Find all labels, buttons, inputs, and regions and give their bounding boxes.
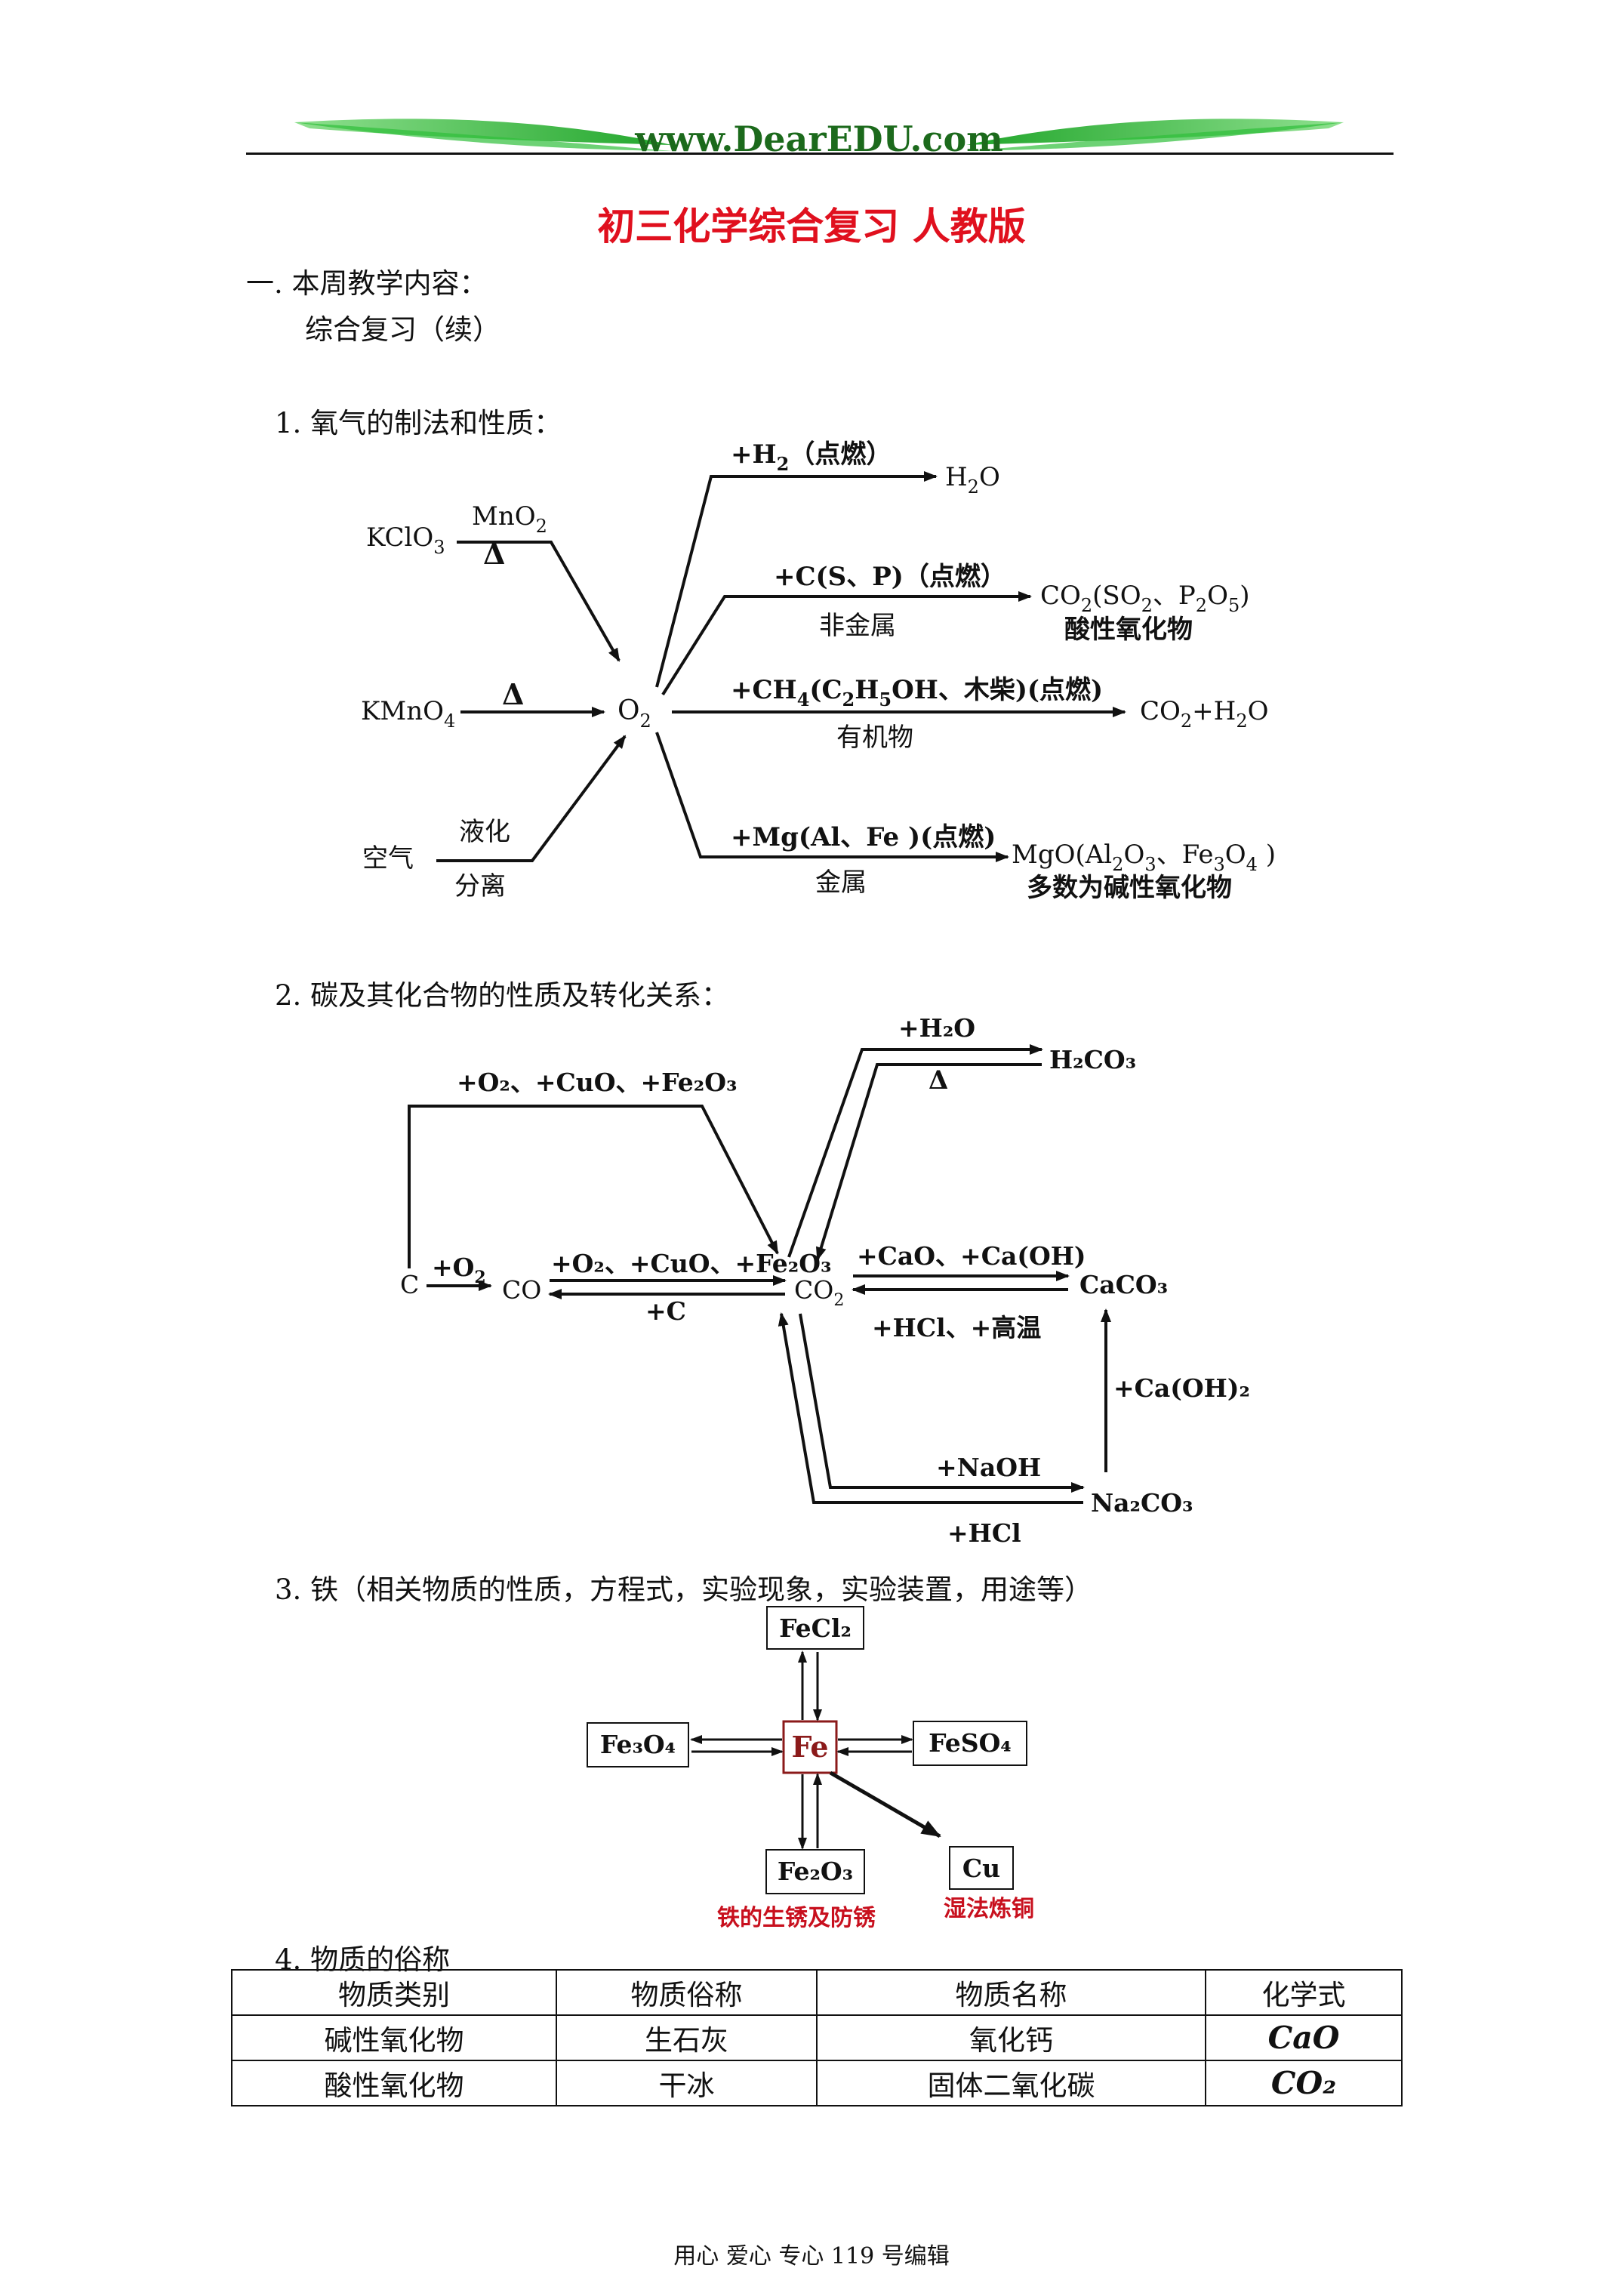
rust-caption: 铁的生锈及防锈 [717, 1905, 876, 1931]
h2-arrow [655, 471, 938, 688]
table-row: 酸性氧化物 干冰 固体二氧化碳 CO₂ [230, 2060, 1403, 2106]
table-cell: 氧化钙 [815, 2014, 1207, 2061]
table-header-cell: 物质类别 [230, 1969, 558, 2016]
water-reagent: +H₂O [898, 1013, 975, 1043]
fe3o4-label: Fe₃O₄ [600, 1730, 676, 1759]
fe2o3-box [765, 1849, 865, 1894]
site-logo: www.DearEDU.com [294, 119, 1344, 159]
mno2-label: MnO2 [472, 501, 547, 537]
table-cell: 生石灰 [556, 2014, 818, 2061]
cu-box [949, 1846, 1014, 1890]
acid-oxide-products: CO2(SO2、P2O5) [1040, 581, 1249, 616]
table-cell: 干冰 [556, 2060, 818, 2106]
co-to-co2-reagents: +O₂、+CuO、+Fe₂O₃ [551, 1249, 831, 1278]
fe-label: Fe [791, 1730, 828, 1764]
co2-center: CO2 [794, 1275, 844, 1310]
item1-heading: 1. 氧气的制法和性质： [275, 407, 562, 439]
fe3o4-box [587, 1722, 689, 1767]
co2-to-na2co3-arrow [799, 1313, 1085, 1493]
kmno4-label: KMnO4 [361, 696, 455, 732]
o2-center: O2 [617, 695, 651, 732]
c-to-co2-reagents: +O₂、+CuO、+Fe₂O₃ [457, 1068, 737, 1097]
fe2o3-label: Fe₂O₃ [778, 1857, 853, 1886]
air-arrow [436, 735, 627, 862]
iron-diagram: FeCl₂ Fe Fe₃O₄ FeSO₄ Fe₂O₃ Cu 铁的生锈及防锈 湿法… [587, 1606, 1034, 1931]
air-label: 空气 [362, 843, 414, 874]
c-to-co2-loop-arrow [408, 1105, 779, 1268]
h2-label: +H2（点燃） [731, 439, 892, 475]
page-footer: 用心 爱心 专心 119 号编辑 [673, 2243, 950, 2270]
hcl-reagent: +HCl [947, 1518, 1021, 1548]
organic-reaction-label: +CH4(C2H5OH、木柴)(点燃) [731, 675, 1103, 710]
common-names-table: 物质类别 物质俗称 物质名称 化学式 碱性氧化物 生石灰 氧化钙 CaO 酸性氧… [230, 1969, 1403, 2106]
item2-heading: 2. 碳及其化合物的性质及转化关系： [275, 979, 730, 1012]
table-header-row: 物质类别 物质俗称 物质名称 化学式 [230, 1969, 1403, 2016]
co2-h2o-product: CO2+H2O [1140, 696, 1268, 732]
feso4-label: FeSO₄ [929, 1728, 1012, 1758]
item3-heading: 3. 铁（相关物质的性质，方程式，实验现象，实验装置，用途等） [275, 1573, 1093, 1606]
basic-oxide-label: 多数为碱性氧化物 [1027, 873, 1232, 903]
carbon-diagram: C +O₂、+CuO、+Fe₂O₃ +O2 CO +O₂、+CuO、+Fe₂O₃… [400, 1013, 1250, 1548]
nonmetal-arrow [661, 591, 1032, 696]
co2-to-co-reagent: +C [645, 1296, 686, 1326]
metal-reaction-label: +Mg(Al、Fe )(点燃) [731, 822, 996, 852]
table-cell: 固体二氧化碳 [815, 2060, 1207, 2106]
nonmetal-reaction-label: +C(S、P)（点燃） [774, 562, 1006, 592]
metal-label: 金属 [815, 868, 867, 898]
heat-triangle-2: Δ [502, 677, 524, 711]
h2co3-to-co2-arrow [815, 1063, 1042, 1261]
carbon-label: C [400, 1270, 419, 1299]
feso4-box [913, 1721, 1027, 1766]
table-cell-formula: CaO [1205, 2014, 1403, 2061]
nonmetal-label: 非金属 [819, 611, 896, 641]
kclo3-arrow [457, 541, 621, 662]
organic-label: 有机物 [836, 723, 913, 753]
table-cell: 酸性氧化物 [230, 2060, 558, 2106]
caoh2-reagent: +Ca(OH)₂ [1113, 1373, 1250, 1403]
page-title: 初三化学综合复习 人教版 [597, 204, 1026, 248]
cu-label: Cu [962, 1854, 1000, 1883]
table-header-cell: 化学式 [1205, 1969, 1403, 2016]
na2co3-label: Na₂CO₃ [1091, 1488, 1193, 1518]
kclo3-label: KClO3 [366, 522, 445, 558]
basic-oxide-products: MgO(Al2O3、Fe3O4 ) [1012, 840, 1276, 875]
h2o-product: H2O [945, 462, 1000, 498]
wet-copper-caption: 湿法炼铜 [944, 1896, 1034, 1922]
metal-arrow [655, 732, 1009, 862]
liquefy-label: 液化 [459, 817, 510, 847]
table-cell-formula: CO₂ [1205, 2060, 1403, 2106]
table-header-cell: 物质俗称 [556, 1969, 818, 2016]
section-subtitle: 综合复习（续） [305, 313, 500, 346]
naoh-reagent: +NaOH [936, 1453, 1041, 1482]
co-label: CO [502, 1275, 541, 1305]
fe-box [782, 1720, 838, 1774]
hcl-high-temp-reagents: +HCl、+高温 [872, 1313, 1041, 1342]
co2-to-h2co3-arrow [787, 1044, 1043, 1258]
cao-reagents: +CaO、+Ca(OH) [857, 1241, 1086, 1271]
fe-to-cu-arrow [829, 1771, 941, 1838]
oxygen-diagram: KClO3 MnO2 Δ KMnO4 Δ 空气 液化 分离 O2 +H2（点燃）… [361, 439, 1276, 903]
h2co3-heat-triangle: Δ [929, 1065, 948, 1096]
separate-label: 分离 [454, 871, 506, 901]
h2co3-label: H₂CO₃ [1049, 1045, 1136, 1074]
fecl2-label: FeCl₂ [779, 1613, 852, 1643]
acid-oxide-label: 酸性氧化物 [1064, 615, 1193, 645]
table-cell: 碱性氧化物 [230, 2014, 558, 2061]
table-header-cell: 物质名称 [815, 1969, 1207, 2016]
na2co3-to-co2-arrow [778, 1312, 1083, 1504]
c-to-co-reagent: +O2 [432, 1253, 486, 1287]
table-row: 碱性氧化物 生石灰 氧化钙 CaO [230, 2014, 1403, 2061]
caco3-label: CaCO₃ [1079, 1270, 1168, 1299]
header-rule [246, 153, 1394, 155]
fecl2-box [766, 1606, 864, 1650]
section-heading: 一. 本周教学内容： [246, 267, 488, 300]
